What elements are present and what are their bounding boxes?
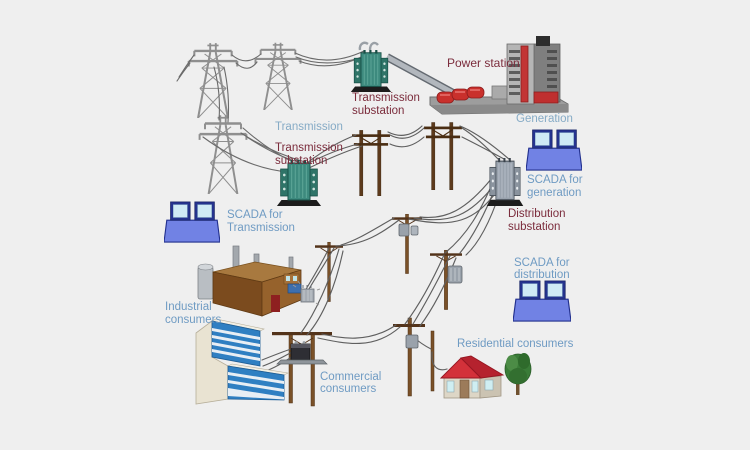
factory-transformer-icon xyxy=(292,280,321,306)
conveyor-pipe xyxy=(385,53,457,98)
commercial-transformer xyxy=(276,341,328,365)
scada-distribution-label-line2: distribution xyxy=(514,269,570,281)
scada-distribution-label-line1: SCADA for xyxy=(514,257,570,269)
commercial-consumers-label-line2: consumers xyxy=(320,383,376,395)
pole-transformer-icon xyxy=(398,223,410,237)
generation-stage-label: Generation xyxy=(516,113,573,125)
pole-transformers xyxy=(398,223,463,349)
power-station xyxy=(429,36,569,115)
generator-units xyxy=(436,86,485,104)
power-station-label: Power station xyxy=(447,56,520,70)
transmission-substation-top-label-line1: Transmission xyxy=(352,92,420,104)
house-window xyxy=(484,379,494,391)
house-window xyxy=(471,380,479,393)
residential-consumers-label: Residential consumers xyxy=(457,338,574,350)
transmission-stage-label: Transmission xyxy=(275,121,343,133)
power-station-chimney xyxy=(536,36,550,46)
scada-generation-label-line1: SCADA for xyxy=(527,174,583,186)
transmission-substation-mid-label-line2: substation xyxy=(275,155,327,167)
distribution-substation-label-line1: Distribution xyxy=(508,208,566,220)
tree xyxy=(504,353,532,395)
house xyxy=(439,355,505,399)
power-station-red-stack xyxy=(520,45,529,103)
industrial-consumers-label-line1: Industrial xyxy=(165,301,212,313)
factory-silo xyxy=(197,266,214,300)
house-window xyxy=(446,380,455,393)
transmission-substation-mid-label-line1: Transmission xyxy=(275,142,343,154)
distribution-substation-label-line2: substation xyxy=(508,221,560,233)
transmission-substation-top-label-line2: substation xyxy=(352,105,404,117)
factory xyxy=(197,245,321,317)
office-building xyxy=(195,318,289,405)
power-lines xyxy=(176,50,511,373)
commercial-pole-icon xyxy=(272,332,332,407)
scada-transmission-label-line1: SCADA for xyxy=(227,209,283,221)
transmission-substation-top xyxy=(350,41,392,92)
service-box-icon xyxy=(405,334,419,349)
scada-transmission-label-line2: Transmission xyxy=(227,222,295,234)
industrial-consumers-label-line2: consumers xyxy=(165,314,221,326)
scada-generation-label-line2: generation xyxy=(527,187,581,199)
factory-door xyxy=(271,295,280,312)
house-door xyxy=(459,379,470,399)
factory-container xyxy=(287,283,302,294)
commercial-consumers-label-line1: Commercial xyxy=(320,371,381,383)
diagram-labels: Power station Transmission substation Tr… xyxy=(165,56,583,395)
